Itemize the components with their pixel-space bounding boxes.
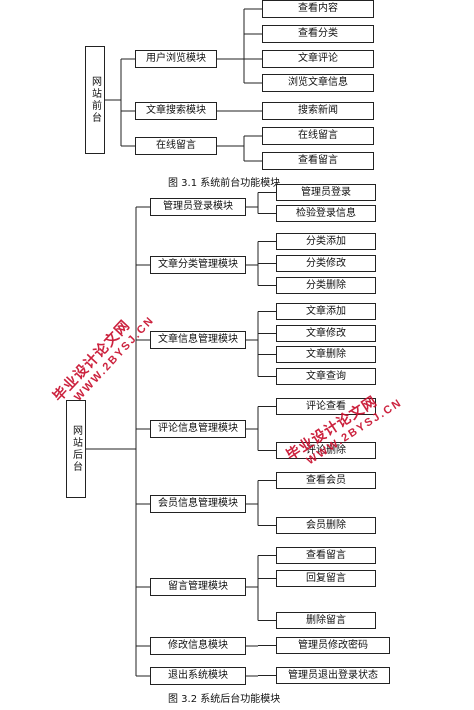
back-leaf-2-2: 文章删除	[276, 346, 376, 363]
back-caption: 图 3.2 系统后台功能模块	[168, 694, 281, 705]
front-leaf-0-0: 查看内容	[262, 0, 374, 18]
front-leaf-1-0: 搜索新闻	[262, 102, 374, 120]
back-leaf-5-1: 回复留言	[276, 570, 376, 587]
back-leaf-6-0: 管理员修改密码	[276, 637, 390, 654]
back-module-0: 管理员登录模块	[150, 198, 246, 216]
front-root-box: 网站前台	[85, 46, 105, 154]
back-module-5: 留言管理模块	[150, 578, 246, 596]
back-root-label: 网站后台	[70, 425, 82, 473]
back-root-box: 网站后台	[66, 400, 86, 498]
front-module-2: 在线留言	[135, 137, 217, 155]
back-module-4: 会员信息管理模块	[150, 495, 246, 513]
back-leaf-5-0: 查看留言	[276, 547, 376, 564]
front-leaf-0-2: 文章评论	[262, 50, 374, 68]
front-root-label: 网站前台	[89, 76, 101, 124]
front-module-0: 用户浏览模块	[135, 50, 217, 68]
back-leaf-3-1: 评论删除	[276, 442, 376, 459]
back-leaf-2-0: 文章添加	[276, 303, 376, 320]
back-leaf-1-1: 分类修改	[276, 255, 376, 272]
back-leaf-1-0: 分类添加	[276, 233, 376, 250]
back-module-1: 文章分类管理模块	[150, 256, 246, 274]
back-leaf-2-1: 文章修改	[276, 325, 376, 342]
back-module-2: 文章信息管理模块	[150, 331, 246, 349]
front-module-1: 文章搜索模块	[135, 102, 217, 120]
front-leaf-2-1: 查看留言	[262, 152, 374, 170]
back-leaf-7-0: 管理员退出登录状态	[276, 667, 390, 684]
front-leaf-2-0: 在线留言	[262, 127, 374, 145]
front-leaf-0-3: 浏览文章信息	[262, 74, 374, 92]
back-leaf-3-0: 评论查看	[276, 398, 376, 415]
front-leaf-0-1: 查看分类	[262, 25, 374, 43]
back-leaf-0-0: 管理员登录	[276, 184, 376, 201]
back-leaf-1-2: 分类删除	[276, 277, 376, 294]
back-leaf-5-2: 删除留言	[276, 612, 376, 629]
back-leaf-0-1: 检验登录信息	[276, 205, 376, 222]
back-leaf-4-0: 查看会员	[276, 472, 376, 489]
back-module-6: 修改信息模块	[150, 637, 246, 655]
front-caption: 图 3.1 系统前台功能模块	[168, 178, 281, 189]
back-module-7: 退出系统模块	[150, 667, 246, 685]
back-leaf-4-1: 会员删除	[276, 517, 376, 534]
back-module-3: 评论信息管理模块	[150, 420, 246, 438]
back-leaf-2-3: 文章查询	[276, 368, 376, 385]
